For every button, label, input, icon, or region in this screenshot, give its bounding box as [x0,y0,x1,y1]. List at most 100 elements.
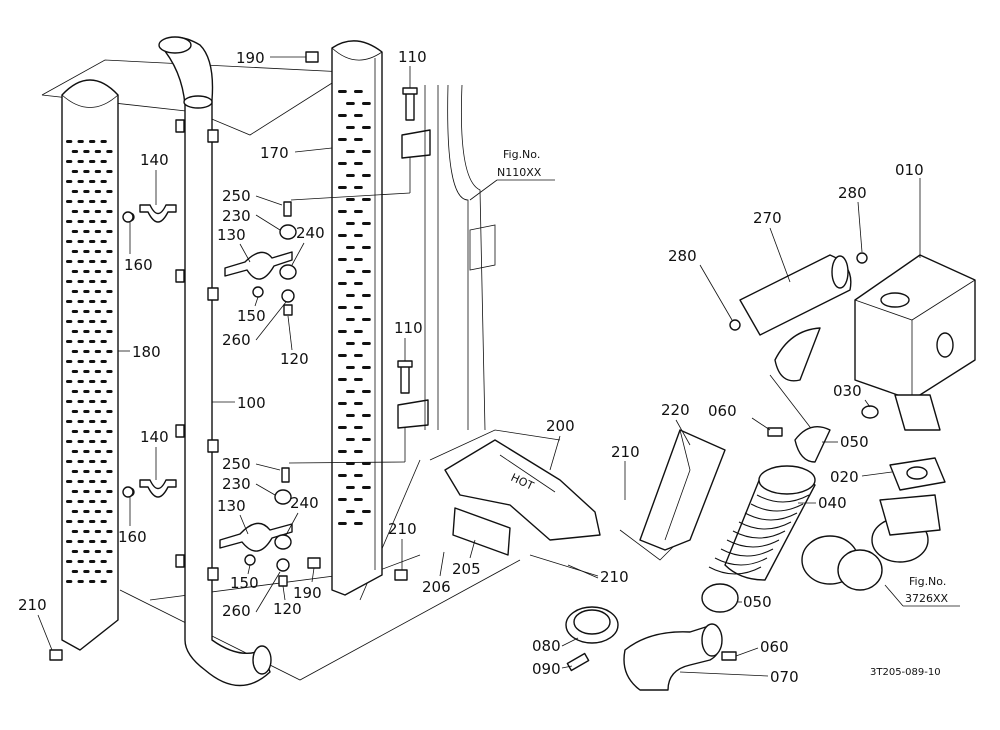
perforation-slot [338,522,347,525]
perforation-slot [77,560,84,563]
perforated-heat-shield-180 [61,79,119,651]
perforation-slot [338,282,347,285]
part-number: 280 [838,184,867,202]
part-number: 110 [394,319,423,337]
perforation-slot [106,190,113,193]
callout: 150 [237,296,266,325]
perforation-slot [100,360,107,363]
callout: 080 [532,637,579,655]
callout: 190 [236,49,306,67]
figure-ref-n110xx: Fig.No. N110XX [469,148,555,201]
perforation-slot [94,550,102,553]
perforation-slot [83,210,90,213]
perforation-slot [89,200,96,203]
callout: 060 [735,638,789,657]
perforation-slot [346,150,355,153]
part-number: 210 [18,596,47,614]
perforation-slot [100,300,107,303]
perforation-slot [66,440,73,443]
perforation-slot [94,450,102,453]
perforation-slot [89,380,96,383]
perforation-slot [66,460,73,463]
perforation-slot [354,234,363,237]
callout: 205 [452,539,481,578]
fig-ref-label: Fig.No. [909,575,946,588]
callout: 270 [753,209,791,283]
part-number: 260 [222,331,251,349]
muffler-cover-270 [729,252,868,382]
perforation-slot [100,560,107,563]
perforation-slot [77,500,84,503]
perforation-slot [94,390,102,393]
perforation-slot [89,520,96,523]
frame-rails [424,84,496,431]
perforation-slot [100,240,107,243]
perforation-slot [71,370,79,373]
perforation-slot [338,90,347,93]
perforation-slot [354,162,363,165]
part-number: 190 [293,584,322,602]
perforation-slot [71,250,79,253]
perforation-slot [77,420,84,423]
perforation-slot [338,114,347,117]
perforation-slot [106,350,113,353]
perforation-slot [89,360,96,363]
perforation-slot [94,330,102,333]
perforation-slot [71,490,79,493]
perforation-slot [66,340,73,343]
perforation-slot [338,450,347,453]
perforation-slot [89,540,96,543]
plate-205 [452,507,511,556]
perforation-slot [346,270,355,273]
perforation-slot [338,234,347,237]
perforation-slot [346,390,355,393]
part-number: 140 [140,428,169,446]
perforation-slot [89,400,96,403]
perforation-slot [100,500,107,503]
part-number: 150 [237,307,266,325]
turbocharger-ref [801,494,941,591]
perforation-slot [100,260,107,263]
perforation-slot [362,102,371,105]
part-number: 030 [833,382,862,400]
perforation-slot [89,420,96,423]
perforation-slot [362,342,371,345]
part-number: 240 [290,494,319,512]
perforation-slot [77,200,84,203]
perforation-slot [354,138,363,141]
bellows-ring [708,566,762,575]
heat-shield-220 [639,429,726,551]
perforation-slot [77,260,84,263]
perforation-slot [94,470,102,473]
perforation-slot [66,260,73,263]
callout: 210 [567,564,599,579]
callout: 030 [833,382,871,408]
callout: 260 [222,571,281,620]
part-number: 100 [237,394,266,412]
perforation-slot [71,310,79,313]
part-number: 240 [296,224,325,242]
perforation-slot [106,450,113,453]
part-number: 120 [273,600,302,618]
part-number: 230 [222,207,251,225]
perforation-slot [83,250,90,253]
perforation-slot [354,210,363,213]
perforation-slot [106,230,113,233]
part-number: 130 [217,226,246,244]
perforation-slot [89,440,96,443]
perforation-slot [83,170,90,173]
perforation-slot [106,170,113,173]
bellows-ring [714,557,768,566]
bellows-ring [756,494,810,503]
perforation-slot [106,410,113,413]
perforation-slot [77,160,84,163]
part-number: 230 [222,475,251,493]
perforation-slot [362,198,371,201]
callout: 070 [679,668,799,686]
perforation-slot [66,520,73,523]
perforation-slot [83,510,90,513]
perforation-slot [94,430,102,433]
perforation-slot [77,220,84,223]
perforation-slot [77,400,84,403]
perforation-slot [89,260,96,263]
